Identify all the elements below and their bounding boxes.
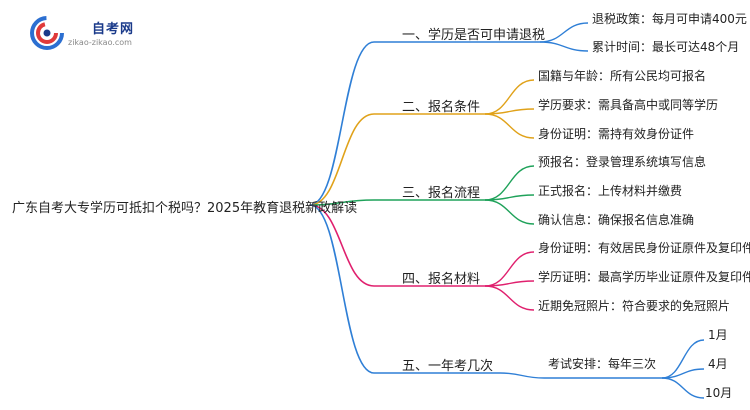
connector-root-branch-1 [309,113,375,206]
subleaf-april: 4月 [708,357,728,371]
branch-exam-times: 五、一年考几次 [402,359,494,374]
branch-conditions: 二、报名条件 [402,100,481,115]
leaf-preregistration: 预报名：登录管理系统填写信息 [538,155,707,169]
connector-branch-2-leaf-2 [484,199,535,225]
leaf-education-proof: 学历证明：最高学历毕业证原件及复印件 [538,270,750,284]
leaf-formal-registration: 正式报名：上传材料并缴费 [538,184,683,198]
root-topic: 广东自考大专学历可抵扣个税吗？2025年教育退税新政解读 [12,201,358,216]
branch-process: 三、报名流程 [402,186,481,201]
connector-branch-1-leaf-1 [484,108,535,115]
leaf-education-requirement: 学历要求：需具备高中或同等学历 [538,98,719,112]
leaf-confirm-info: 确认信息：确保报名信息准确 [538,213,695,227]
connector-root-branch-0 [309,41,375,206]
connector-branch-2-leaf-1 [484,194,535,201]
connector-exam-month-0 [661,339,705,379]
connector-branch-1-leaf-2 [484,113,535,139]
leaf-photo: 近期免冠照片：符合要求的免冠照片 [538,299,731,313]
zikao-logo-icon [30,16,64,50]
connector-branch-4-leaf-0 [499,372,545,379]
connector-branch-3-leaf-2 [484,285,535,311]
leaf-duration: 累计时间：最长可达48个月 [592,40,740,54]
site-logo[interactable]: 自考网 zikao-zikao.com [30,14,150,54]
connector-root-branch-2 [309,199,375,206]
connector-branch-0-leaf-1 [539,41,589,52]
subleaf-october: 10月 [705,386,733,400]
connector-root-branch-3 [309,204,375,287]
connector-exam-month-2 [661,377,705,399]
logo-title: 自考网 [92,22,135,37]
leaf-identity: 身份证明：需持有效身份证件 [538,127,695,141]
branch-materials: 四、报名材料 [402,272,481,287]
connector-branch-3-leaf-0 [484,251,535,287]
leaf-refund-policy: 退税政策：每月可申请400元 [592,12,747,26]
connector-branch-1-leaf-0 [484,79,535,115]
leaf-nationality-age: 国籍与年龄：所有公民均可报名 [538,69,707,83]
leaf-id-proof: 身份证明：有效居民身份证原件及复印件 [538,241,750,255]
connector-branch-3-leaf-1 [484,280,535,287]
connector-root-branch-4 [309,204,375,374]
connector-branch-2-leaf-0 [484,165,535,201]
subleaf-january: 1月 [708,328,728,342]
connector-branch-0-leaf-0 [539,22,589,43]
branch-eligibility: 一、学历是否可申请退税 [402,28,546,43]
logo-subtitle: zikao-zikao.com [68,38,132,47]
leaf-exam-schedule: 考试安排：每年三次 [548,357,657,371]
